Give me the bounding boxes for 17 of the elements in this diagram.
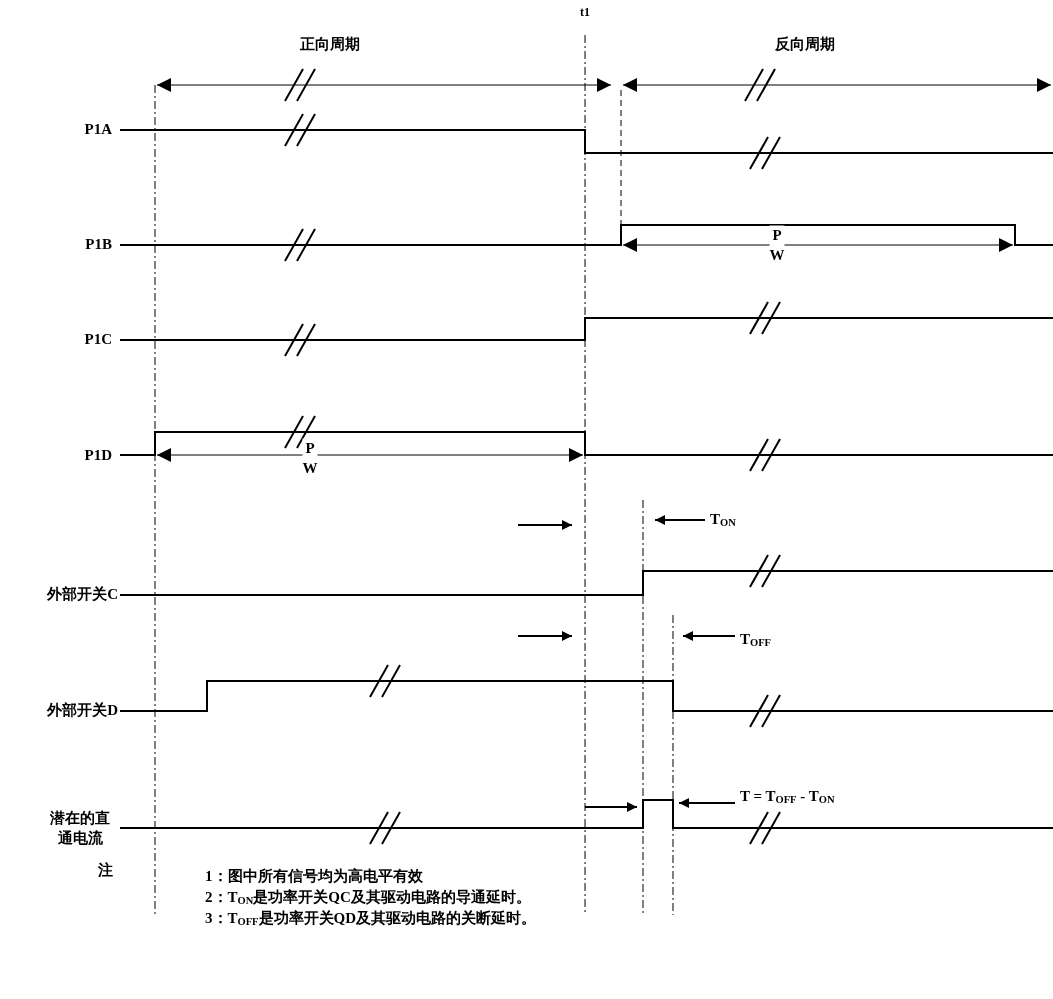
note-text: 1：图中所有信号均为高电平有效 <box>205 867 423 887</box>
delay-label: T$_{ON}$ <box>710 509 736 531</box>
period-label: 正向周期 <box>300 35 360 55</box>
signal-label: 外部开关C <box>47 585 118 605</box>
time-label: t1 <box>580 5 590 21</box>
signal-label: P1B <box>85 235 112 255</box>
signal-label: P1C <box>84 330 112 350</box>
signal-label: P1A <box>84 120 112 140</box>
note-heading: 注 <box>97 861 113 881</box>
note-text: 2：T$_{ON}$是功率开关QC及其驱动电路的导通延时。 <box>205 887 531 909</box>
signal-label: 外部开关D <box>47 701 118 721</box>
delay-label: T$_{OFF}$ <box>740 629 771 651</box>
period-label: 反向周期 <box>775 35 835 55</box>
delay-label: T = T$_{OFF}$ - T$_{ON}$ <box>740 786 835 808</box>
signal-label: P1D <box>84 446 112 466</box>
signal-label: 潜在的直通电流 <box>48 808 112 848</box>
note-text: 3：T$_{OFF}$是功率开关QD及其驱动电路的关断延时。 <box>205 908 536 930</box>
